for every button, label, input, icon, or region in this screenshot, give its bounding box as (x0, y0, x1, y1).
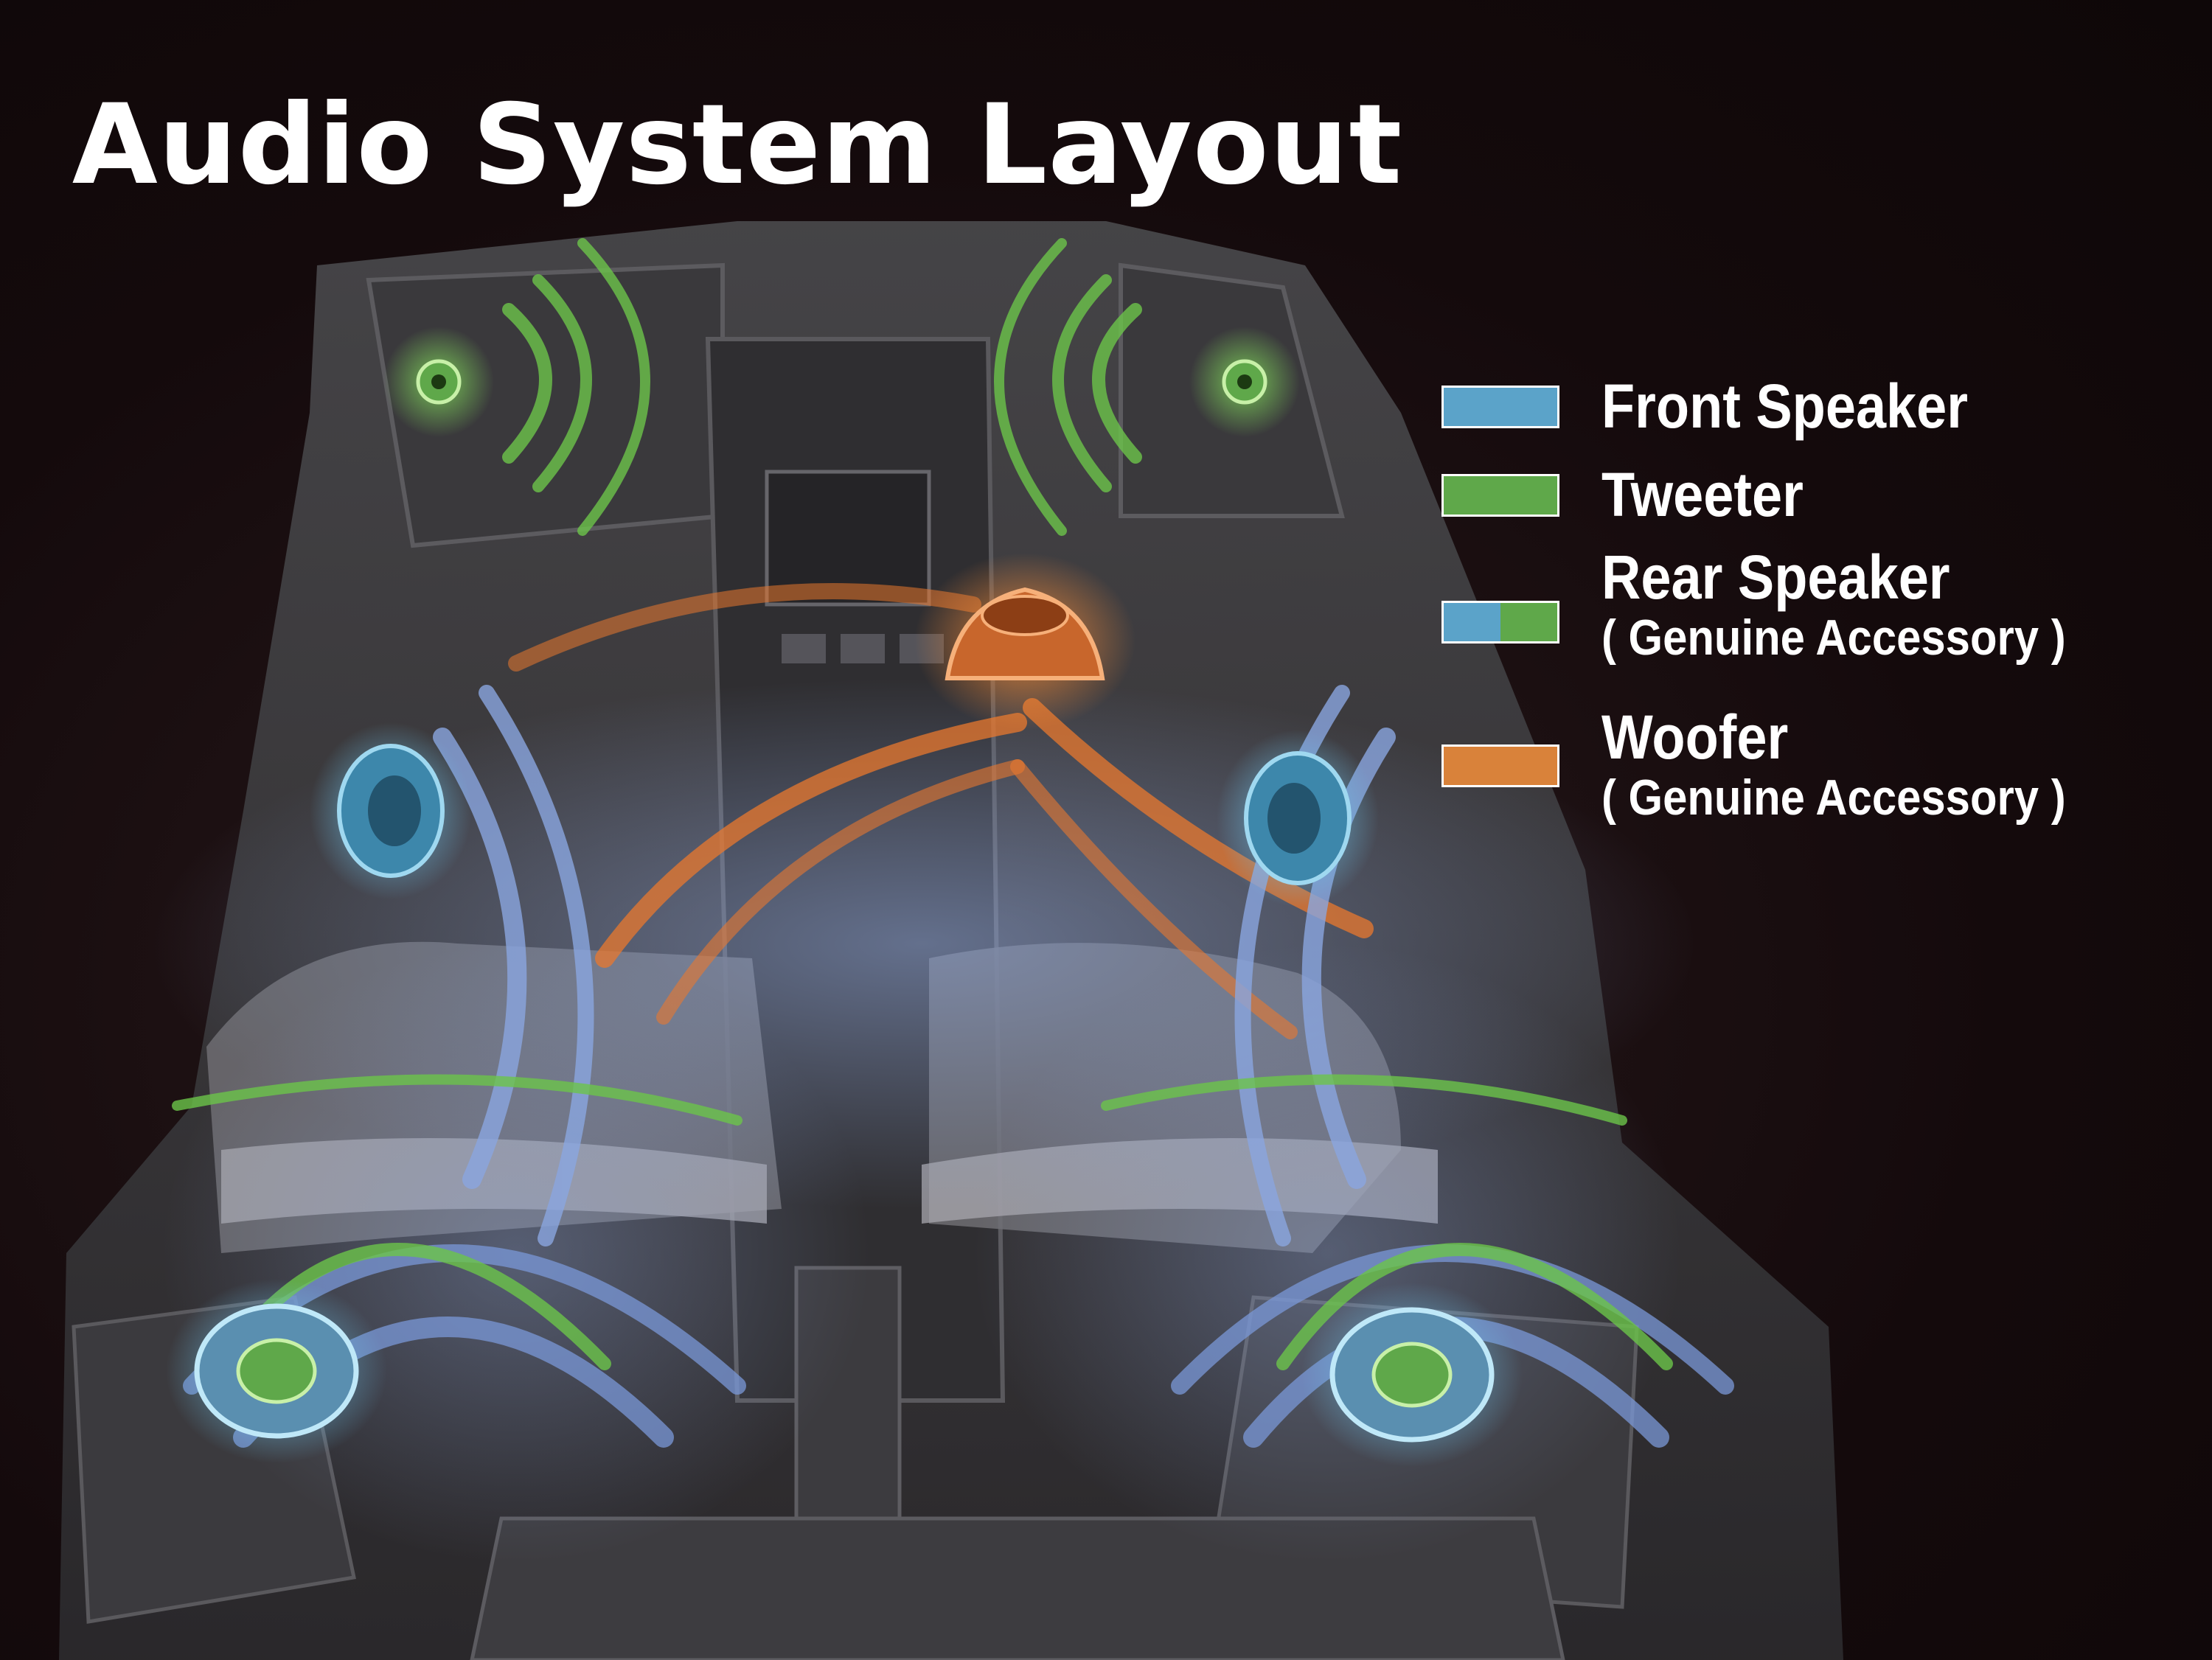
legend-sublabel: ( Genuine Accessory ) (1601, 610, 2066, 666)
sound-haze (973, 944, 1681, 1563)
legend-label: Tweeter (1601, 460, 1804, 529)
tweeter-icon (383, 327, 494, 437)
legend-swatch-tweeter (1441, 474, 1559, 517)
front-speaker-icon (310, 722, 472, 899)
rear-speaker-icon (166, 1279, 387, 1463)
legend-sublabel: ( Genuine Accessory ) (1601, 770, 2066, 826)
page-title: Audio System Layout (72, 81, 1403, 209)
tweeter-icon (1189, 327, 1300, 437)
legend-label: Rear Speaker (1601, 543, 1950, 612)
rear-speaker-icon (1301, 1283, 1523, 1467)
legend-label: Woofer (1601, 702, 1789, 772)
woofer-icon (914, 553, 1135, 730)
legend-swatch-woofer (1441, 744, 1559, 787)
legend-swatch-rear-speaker (1441, 601, 1559, 644)
legend-swatch-front-speaker (1441, 386, 1559, 428)
front-speaker-icon (1217, 730, 1379, 907)
legend-label: Front Speaker (1601, 372, 1969, 441)
